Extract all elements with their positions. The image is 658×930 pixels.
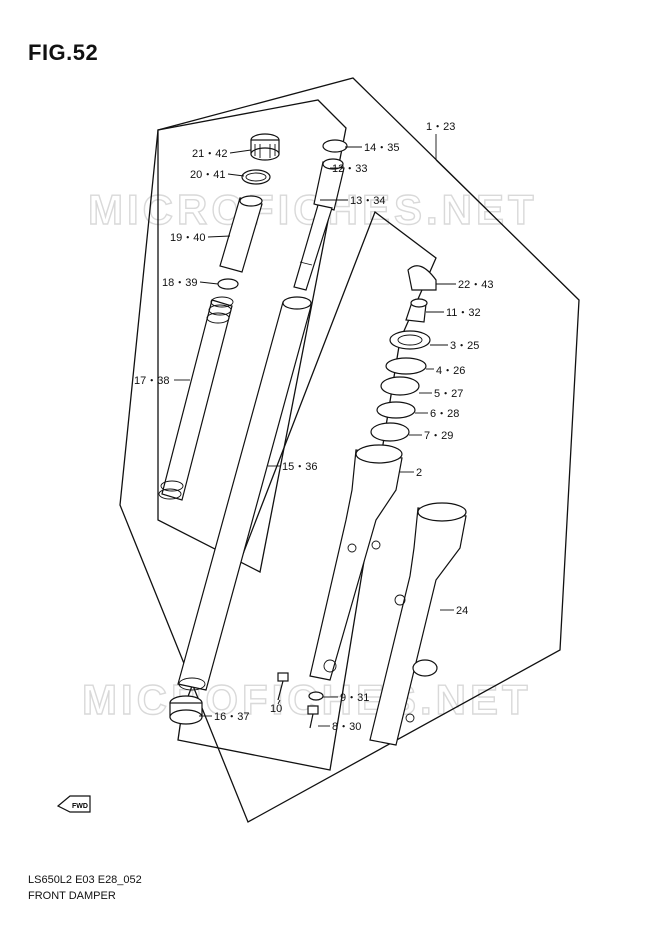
figure-title: FIG.52 <box>28 40 99 65</box>
snap-ring-part <box>385 357 427 375</box>
callout-8-30: 8・30 <box>332 721 361 733</box>
stopper-ring-part <box>405 298 428 323</box>
lower-outer-tube-part <box>369 502 467 746</box>
callout-16-37: 16・37 <box>214 711 249 723</box>
washer-part <box>217 278 239 290</box>
diagram-title: FRONT DAMPER <box>28 890 116 902</box>
callout-7-29: 7・29 <box>424 430 453 442</box>
callout-2: 2 <box>416 467 422 479</box>
guide-metal-part <box>376 401 416 419</box>
callout-17-38: 17・38 <box>134 375 169 387</box>
drain-bolt-part <box>307 705 319 729</box>
spring-group-frame <box>157 99 347 573</box>
damper-rod-part <box>293 158 345 291</box>
callout-6-28: 6・28 <box>430 408 459 420</box>
callout-13-34: 13・34 <box>350 195 385 207</box>
ring-part <box>322 139 348 153</box>
inner-tube-part <box>177 296 312 691</box>
oil-seal-part <box>389 330 431 350</box>
damper-bolt-part <box>277 672 289 701</box>
callout-14-35: 14・35 <box>364 142 399 154</box>
watermark-top: MICROFICHES.NET <box>88 186 538 233</box>
fwd-arrow-icon: FWD <box>56 795 91 813</box>
callout-12-33: 12・33 <box>332 163 367 175</box>
callout-5-27: 5・27 <box>434 388 463 400</box>
cap-bolt-part <box>250 133 280 161</box>
callout-19-40: 19・40 <box>170 232 205 244</box>
callout-22-43: 22・43 <box>458 279 493 291</box>
spacer-part <box>219 195 263 273</box>
callout-1-23: 1・23 <box>426 121 455 133</box>
dust-seal-part <box>407 265 437 291</box>
leader-lines <box>174 134 580 727</box>
callout-20-41: 20・41 <box>190 169 225 181</box>
o-ring-part <box>241 169 271 185</box>
assembly-frame <box>119 77 580 823</box>
oil-seal-retainer-part <box>380 376 420 396</box>
callout-4-26: 4・26 <box>436 365 465 377</box>
fwd-label: FWD <box>72 803 88 810</box>
bush-part <box>370 422 410 442</box>
callout-24: 24 <box>456 605 468 617</box>
slide-bush-part <box>169 695 203 725</box>
outer-tube-part <box>309 444 403 681</box>
callout-9-31: 9・31 <box>340 692 369 704</box>
callout-11-32: 11・32 <box>446 307 481 319</box>
fork-spring-part <box>158 296 234 501</box>
callout-3-25: 3・25 <box>450 340 479 352</box>
callout-10: 10 <box>270 703 282 715</box>
callout-15-36: 15・36 <box>282 461 317 473</box>
diagram-code: LS650L2 E03 E28_052 <box>28 874 142 886</box>
callout-21-42: 21・42 <box>192 148 227 160</box>
watermark-bottom: MICROFICHES.NET <box>82 676 532 723</box>
gasket-part <box>308 691 324 701</box>
callout-18-39: 18・39 <box>162 277 197 289</box>
